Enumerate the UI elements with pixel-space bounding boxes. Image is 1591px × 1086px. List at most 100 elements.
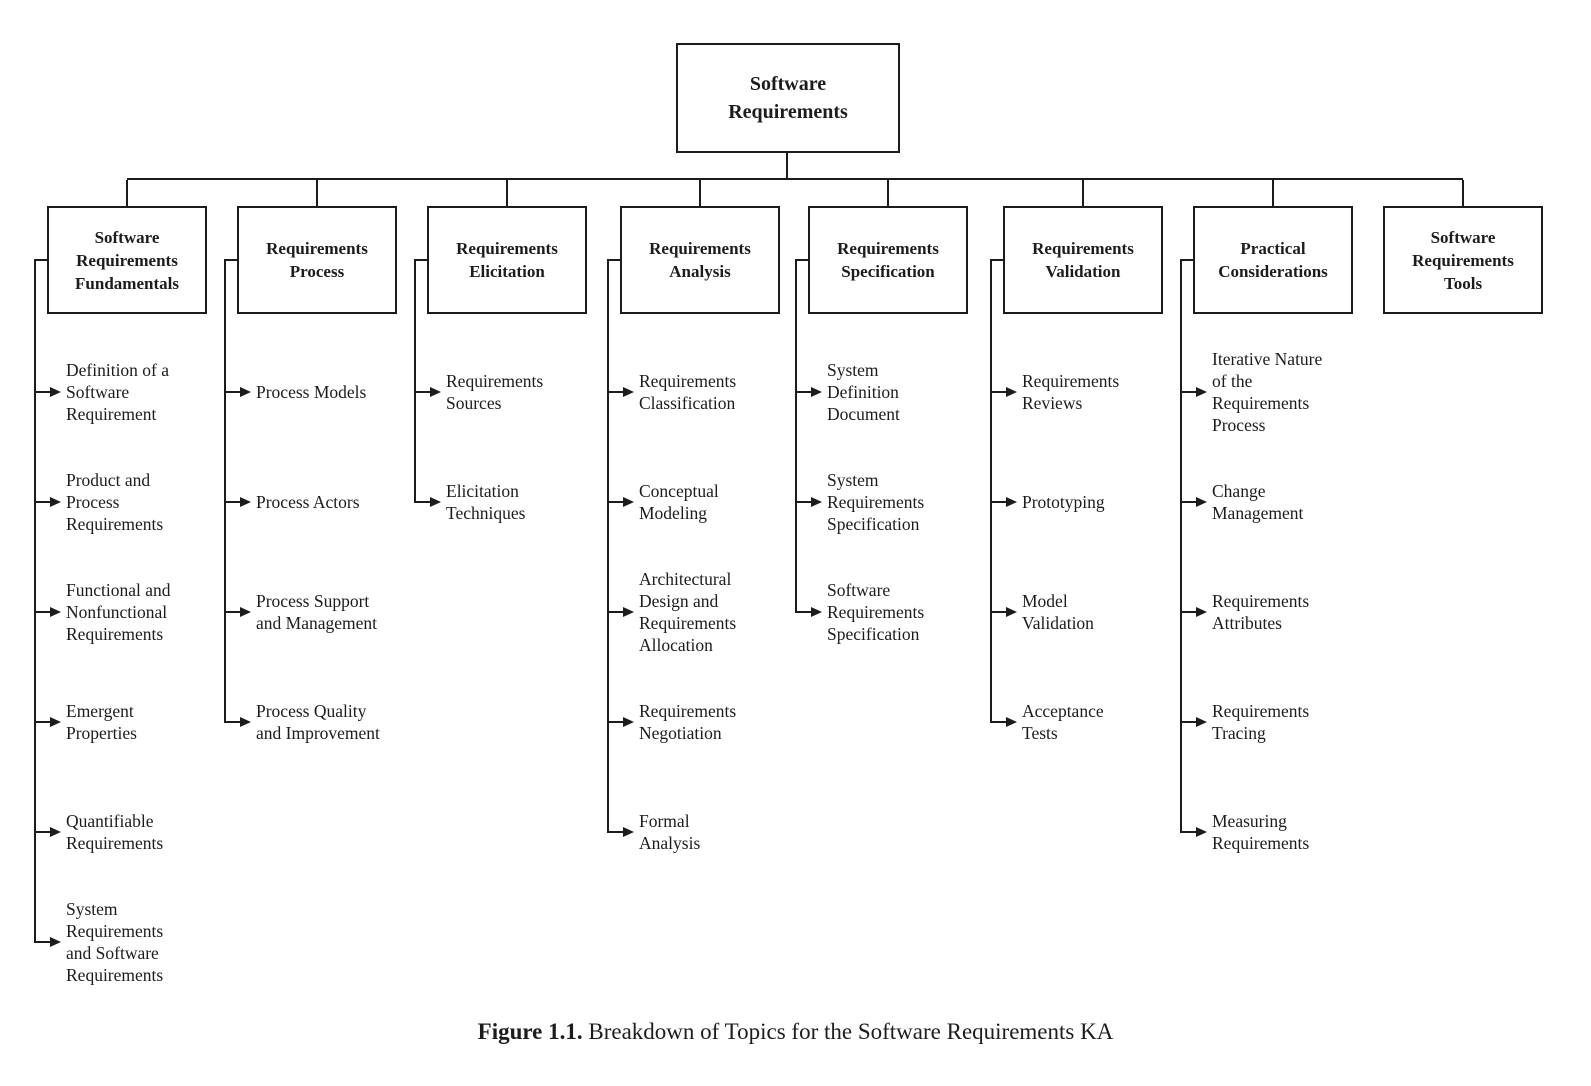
arrow-right-icon xyxy=(240,717,251,727)
category-box-label: Requirements Specification xyxy=(837,239,939,281)
root-connector-line xyxy=(786,153,788,178)
arrow-right-icon xyxy=(1196,717,1207,727)
topic-connector-line xyxy=(34,941,50,943)
topic-item: Definition of a Software Requirement xyxy=(34,359,169,425)
arrow-right-icon xyxy=(1196,387,1207,397)
category-box-label: Practical Considerations xyxy=(1218,239,1328,281)
topic-connector-line xyxy=(1180,611,1196,613)
topic-label: System Requirements and Software Require… xyxy=(66,899,164,985)
topic-label: Process Actors xyxy=(256,492,360,512)
root-box-software-requirements: Software Requirements xyxy=(676,43,900,153)
topic-connector-line xyxy=(414,501,430,503)
spine-line xyxy=(607,259,609,833)
topic-connector-line xyxy=(990,501,1006,503)
figure-caption: Figure 1.1. Breakdown of Topics for the … xyxy=(0,1019,1591,1045)
topic-connector-line xyxy=(795,611,811,613)
topic-item: Formal Analysis xyxy=(607,810,700,854)
topic-connector-line xyxy=(224,721,240,723)
topic-item: Conceptual Modeling xyxy=(607,480,719,524)
topic-item: Iterative Nature of the Requirements Pro… xyxy=(1180,348,1322,436)
topic-item: Process Support and Management xyxy=(224,590,377,634)
category-box-requirements-elicitation: Requirements Elicitation xyxy=(427,206,587,314)
topic-label: Iterative Nature of the Requirements Pro… xyxy=(1212,349,1323,435)
category-box-label: Requirements Validation xyxy=(1032,239,1134,281)
root-box-label: Software Requirements xyxy=(728,73,848,123)
topic-label: Measuring Requirements xyxy=(1212,811,1310,853)
arrow-right-icon xyxy=(811,387,822,397)
arrow-right-icon xyxy=(240,497,251,507)
topic-item: Requirements Reviews xyxy=(990,370,1119,414)
spine-stub-line xyxy=(795,259,808,261)
topic-connector-line xyxy=(1180,501,1196,503)
arrow-right-icon xyxy=(1196,497,1207,507)
topic-item: Software Requirements Specification xyxy=(795,579,924,645)
spine-stub-line xyxy=(34,259,47,261)
category-box-label: Software Requirements Tools xyxy=(1412,227,1514,293)
arrow-right-icon xyxy=(623,717,634,727)
drop-connector-line xyxy=(316,180,318,206)
topic-item: Requirements Tracing xyxy=(1180,700,1309,744)
topic-connector-line xyxy=(990,391,1006,393)
topic-label: Conceptual Modeling xyxy=(639,481,719,523)
spine-stub-line xyxy=(607,259,620,261)
topic-connector-line xyxy=(607,831,623,833)
arrow-right-icon xyxy=(811,497,822,507)
arrow-right-icon xyxy=(1006,717,1017,727)
category-box-practical-considerations: Practical Considerations xyxy=(1193,206,1353,314)
arrow-right-icon xyxy=(1196,607,1207,617)
topic-item: Requirements Attributes xyxy=(1180,590,1309,634)
arrow-right-icon xyxy=(623,607,634,617)
arrow-right-icon xyxy=(50,387,61,397)
arrow-right-icon xyxy=(623,497,634,507)
topic-connector-line xyxy=(607,391,623,393)
topic-label: System Requirements Specification xyxy=(827,470,925,534)
topic-connector-line xyxy=(224,501,240,503)
arrow-right-icon xyxy=(430,387,441,397)
arrow-right-icon xyxy=(50,497,61,507)
topic-connector-line xyxy=(990,721,1006,723)
topic-item: Model Validation xyxy=(990,590,1094,634)
drop-connector-line xyxy=(887,180,889,206)
spine-stub-line xyxy=(990,259,1003,261)
topic-item: Process Quality and Improvement xyxy=(224,700,380,744)
topic-item: Requirements Sources xyxy=(414,370,543,414)
spine-line xyxy=(34,259,36,943)
spine-stub-line xyxy=(1180,259,1193,261)
topic-connector-line xyxy=(34,391,50,393)
spine-line xyxy=(414,259,416,503)
topic-item: Acceptance Tests xyxy=(990,700,1104,744)
topic-label: Change Management xyxy=(1212,481,1304,523)
topic-connector-line xyxy=(795,391,811,393)
figure-caption-text: Breakdown of Topics for the Software Req… xyxy=(582,1019,1114,1044)
arrow-right-icon xyxy=(240,607,251,617)
drop-connector-line xyxy=(126,180,128,206)
topic-label: Product and Process Requirements xyxy=(66,470,164,534)
topic-item: System Definition Document xyxy=(795,359,900,425)
topic-item: Product and Process Requirements xyxy=(34,469,163,535)
category-box-label: Requirements Process xyxy=(266,239,368,281)
topic-label: Software Requirements Specification xyxy=(827,580,925,644)
topic-label: Process Models xyxy=(256,382,367,402)
topic-label: System Definition Document xyxy=(827,360,900,424)
category-box-label: Requirements Analysis xyxy=(649,239,751,281)
topic-connector-line xyxy=(607,501,623,503)
category-box-label: Requirements Elicitation xyxy=(456,239,558,281)
topic-connector-line xyxy=(1180,391,1196,393)
arrow-right-icon xyxy=(1006,497,1017,507)
arrow-right-icon xyxy=(50,827,61,837)
arrow-right-icon xyxy=(1006,387,1017,397)
topic-item: Architectural Design and Requirements Al… xyxy=(607,568,736,656)
topic-connector-line xyxy=(795,501,811,503)
topic-item: System Requirements and Software Require… xyxy=(34,898,163,986)
topic-item: Requirements Classification xyxy=(607,370,736,414)
drop-connector-line xyxy=(1082,180,1084,206)
topic-item: Elicitation Techniques xyxy=(414,480,525,524)
bus-connector-line xyxy=(127,178,1463,180)
topic-label: Quantifiable Requirements xyxy=(66,811,164,853)
arrow-right-icon xyxy=(50,607,61,617)
spine-line xyxy=(224,259,226,723)
topic-label: Requirements Attributes xyxy=(1212,591,1310,633)
topic-label: Acceptance Tests xyxy=(1022,701,1104,743)
topic-connector-line xyxy=(34,721,50,723)
